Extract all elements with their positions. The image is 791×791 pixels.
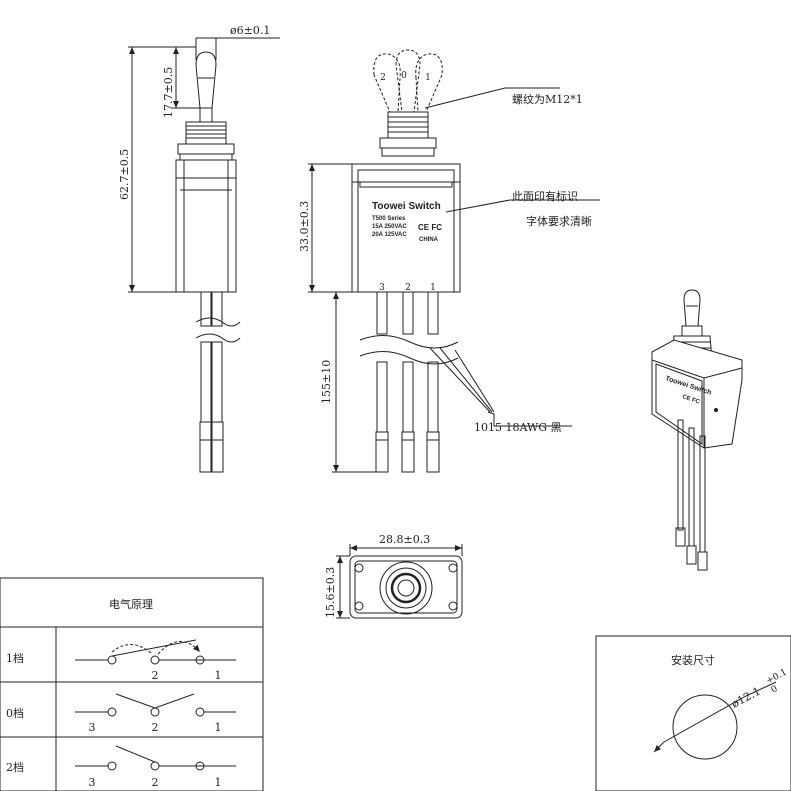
body-cert: CE FC <box>418 223 442 232</box>
dim-bottom-width: 28.8±0.3 <box>379 533 430 546</box>
table-title: 电气原理 <box>109 597 153 611</box>
row-3-label: 2档 <box>6 760 24 774</box>
row-3-num-1: 1 <box>215 776 222 789</box>
note-thread: 螺纹为M12*1 <box>512 92 583 106</box>
body-rating-1: 15A 250VAC <box>372 224 407 230</box>
terminal-3: 3 <box>379 283 385 293</box>
body-origin: CHINA <box>419 237 439 243</box>
row-2-num-3: 3 <box>89 721 96 734</box>
row-1-label: 1档 <box>6 651 24 665</box>
lever-mark-2: 0 <box>401 71 407 81</box>
dim-wire-len: 155±10 <box>320 360 333 404</box>
dim-lever-len: 17.7±0.5 <box>162 67 175 118</box>
note-wire: 1015 18AWG 黑 <box>474 421 562 434</box>
terminal-1: 1 <box>430 283 436 293</box>
dim-mount-hole: ø12.1 <box>729 685 763 711</box>
row-1-num-1: 1 <box>215 669 222 682</box>
row-3-num-3: 3 <box>89 776 96 789</box>
terminal-2: 2 <box>405 283 411 293</box>
body-brand: Toowei Switch <box>372 201 441 212</box>
side-view <box>128 37 280 473</box>
row-2-num-1: 1 <box>215 721 222 734</box>
row-2-num-2: 2 <box>152 721 159 734</box>
mounting-title: 安装尺寸 <box>671 653 715 667</box>
lever-mark-0: 2 <box>380 73 386 83</box>
dim-total-height: 62.7±0.5 <box>118 149 131 200</box>
mounting-box <box>595 635 791 791</box>
lever-mark-1: 1 <box>425 73 431 83</box>
dim-mount-tol: +0.1 <box>765 668 789 687</box>
body-rating-2: 20A 125VAC <box>372 232 407 238</box>
front-view <box>308 49 600 473</box>
dim-body-height: 33.0±0.3 <box>298 201 311 252</box>
row-1-num-2: 2 <box>152 669 159 682</box>
row-2-label: 0档 <box>6 706 24 720</box>
iso-cert: CE FC <box>681 394 701 405</box>
dim-lever-dia: ø6±0.1 <box>230 24 270 37</box>
isometric-view <box>651 289 743 571</box>
row-3-num-2: 2 <box>152 776 159 789</box>
note-marking-2: 字体要求清晰 <box>526 214 592 228</box>
bottom-view <box>336 544 463 619</box>
dim-mount-tol-lower: 0 <box>770 684 780 696</box>
electrical-table <box>0 577 264 791</box>
body-series: T500 Series <box>372 216 406 222</box>
dim-bottom-depth: 15.6±0.3 <box>324 567 337 618</box>
note-marking-1: 此面印有标识 <box>512 189 578 203</box>
